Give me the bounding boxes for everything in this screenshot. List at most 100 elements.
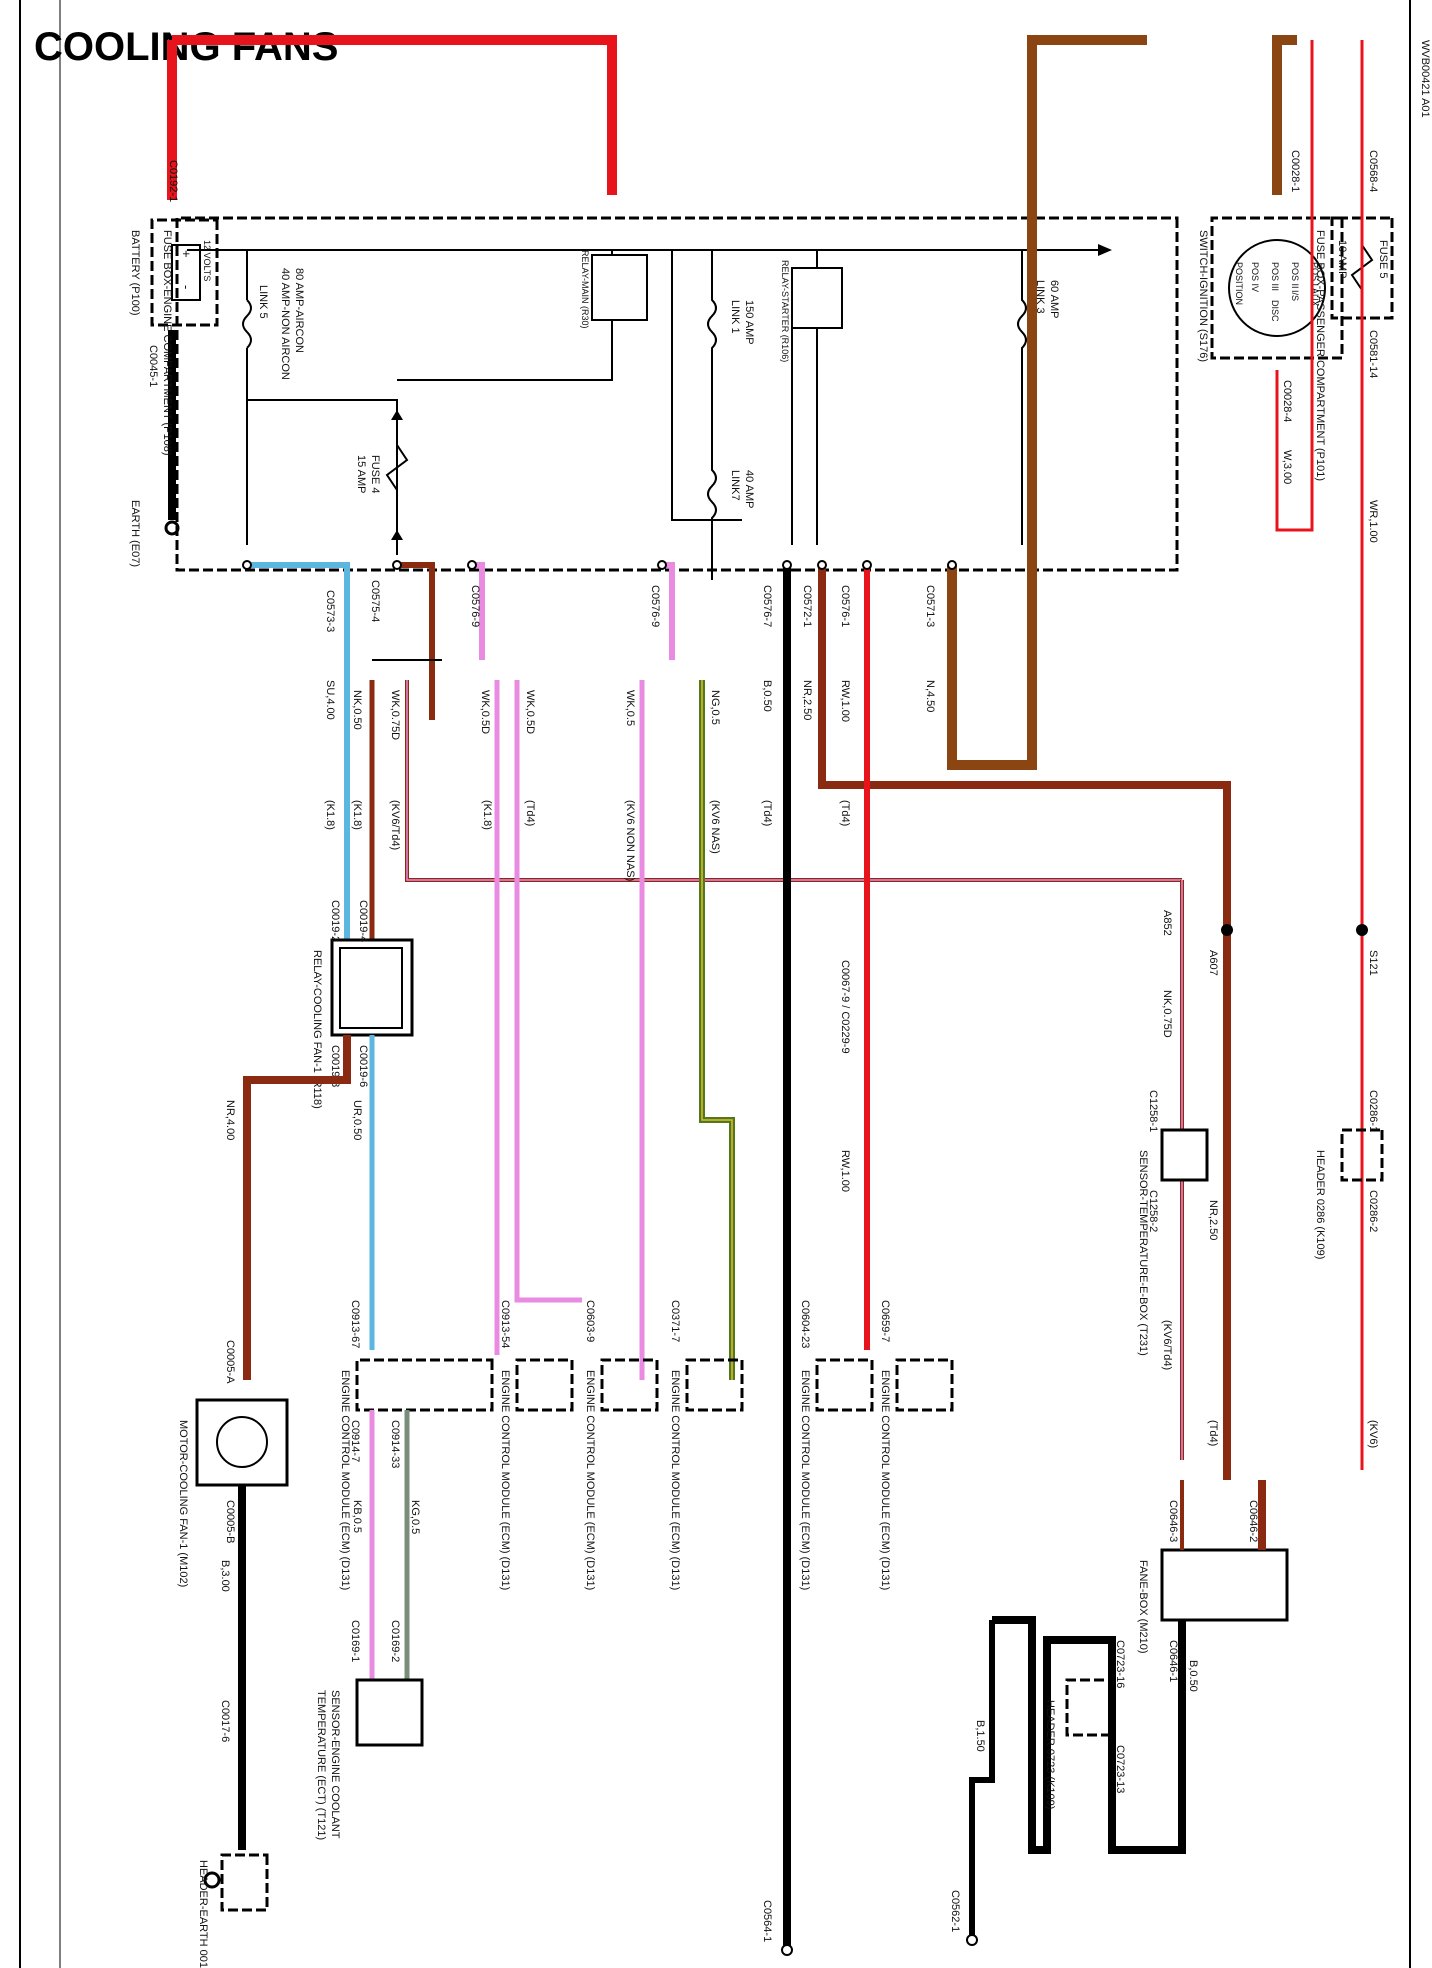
- wire-wk05-label: WK,0.5: [624, 690, 636, 726]
- feed-wire-red: [172, 35, 617, 195]
- ecm-5: [815, 1358, 874, 1412]
- wire-kg-label: KG,0.5: [409, 1500, 421, 1534]
- ecm-2: [515, 1358, 574, 1412]
- wire-wr1-label: WR,1.00: [1367, 500, 1379, 543]
- wire-b050-fanebox: [992, 1616, 1186, 1854]
- wire-rw1-label: RW,1.00: [839, 1150, 851, 1192]
- fp-conn-b: C0581-14: [1367, 330, 1379, 378]
- header-0286: [1340, 1128, 1384, 1182]
- wire-nr4-brown: [243, 1035, 351, 1380]
- wire-ng-label: NG,0.5: [709, 690, 721, 725]
- ecm-6-label: ENGINE CONTROL MODULE (ECM) (D131): [879, 1370, 891, 1590]
- switch-ignition: [1210, 216, 1344, 360]
- link5-rating-a: 40 AMP-NON AIRCON: [279, 268, 291, 380]
- wire-wk05d-b-label: WK,0.5D: [524, 690, 536, 734]
- relay-fan-conn-a: C0019-2: [329, 900, 341, 942]
- c0562-1: C0562-1: [949, 1890, 961, 1932]
- battery-conn-top: C0192-1: [167, 160, 179, 202]
- c0576-9: C0576-9: [469, 585, 481, 627]
- sensor-ebox: [1160, 1128, 1209, 1182]
- ign-pos-6: POSITION: [1234, 262, 1244, 305]
- battery-conn-bottom: C0045-1: [147, 345, 159, 387]
- fusebox-passenger-label: FUSE BOX-PASSENGER COMPARTMENT (P101): [1314, 230, 1326, 481]
- wire-nr25-label: NR,2.50: [1207, 1200, 1219, 1240]
- ecm-4: [685, 1358, 744, 1412]
- fp-conn-a: C0568-4: [1367, 150, 1379, 192]
- wire-nr250-label: NR,2.50: [801, 680, 813, 720]
- wire-nk075-label: NK,0.75D: [1161, 990, 1173, 1038]
- ecm-4-label: ENGINE CONTROL MODULE (ECM) (D131): [669, 1370, 681, 1590]
- header-earth-label: HEADER-EARTH 0017 (K108): [197, 1860, 209, 1968]
- switch-ignition-label: SWITCH-IGNITION (S176): [1197, 230, 1209, 362]
- sensor-ect-label-b: TEMPERATURE (ECT) (T121): [315, 1690, 327, 1840]
- relay-main: [591, 254, 648, 321]
- fuse5-rating: 10 AMP: [1336, 240, 1348, 279]
- relay-fan-conn-c: C0019-6: [357, 1045, 369, 1087]
- fuse5-label: FUSE 5: [1377, 240, 1389, 279]
- ign-conn-a: C0028-1: [1289, 150, 1301, 192]
- variant-kv6td4: (KV6/Td4): [389, 800, 401, 850]
- ecm-conn-e6: C0659-7: [879, 1300, 891, 1342]
- c0564-1: C0564-1: [761, 1900, 773, 1942]
- c0571-3: C0571-3: [924, 585, 936, 627]
- fuse4-label: FUSE 4: [369, 455, 381, 494]
- ecm-1: [355, 1358, 494, 1412]
- fuse4-rating: 15 AMP: [355, 455, 367, 494]
- c0575-4: C0575-4: [369, 580, 381, 622]
- relay-starter-label: RELAY-STARTER (R106): [780, 260, 790, 362]
- ecm-conn-e1: C0913-67: [349, 1300, 361, 1348]
- fan-ebox: [1160, 1548, 1289, 1622]
- motor-wire-b: B,3.00: [219, 1560, 231, 1592]
- ign-wire-label: W,3.00: [1281, 450, 1293, 484]
- splice-a852: A852: [1161, 910, 1173, 936]
- fusebox-engine: [175, 216, 1179, 572]
- fan-ebox-conn-b: C0646-3: [1167, 1500, 1179, 1542]
- fuse4-arrow-icon: [391, 410, 403, 420]
- ecm-conn-e2: C0913-54: [499, 1300, 511, 1348]
- wire-rw-label: RW,1.00: [839, 680, 851, 722]
- ecm-3-label: ENGINE CONTROL MODULE (ECM) (D131): [584, 1370, 596, 1590]
- sensor-ect-conn-a: C0169-1: [349, 1620, 361, 1662]
- wire-nk-brown: [397, 562, 435, 720]
- fuse4-icon: [385, 430, 409, 530]
- earth-icon: [203, 1871, 221, 1889]
- wire-ur-label: UR,0.50: [351, 1100, 363, 1140]
- ignition-dial-icon: [1228, 239, 1326, 337]
- link3-icon: [1017, 250, 1027, 545]
- header-0723-conn-a: C0723-16: [1114, 1640, 1126, 1688]
- bus-arrow-icon: [1098, 244, 1112, 256]
- battery-minus: -: [179, 285, 194, 289]
- c0576-7: C0576-7: [761, 585, 773, 627]
- c0576-1: C0576-1: [839, 585, 851, 627]
- ign-pos-0: POS I AUX: [1310, 262, 1320, 307]
- wire-nr4-label: NR,4.00: [224, 1100, 236, 1140]
- header-0723-conn-b: C0723-13: [1114, 1745, 1126, 1793]
- relay-fan-label: RELAY-COOLING FAN-1 (R118): [311, 950, 323, 1109]
- link1-rating: 150 AMP: [743, 300, 755, 345]
- ecm-1-label: ENGINE CONTROL MODULE (ECM) (D131): [339, 1370, 351, 1590]
- link3-rating: 60 AMP: [1048, 280, 1060, 319]
- ecm-2-label: ENGINE CONTROL MODULE (ECM) (D131): [499, 1370, 511, 1590]
- variant-td4c: (Td4): [1207, 1420, 1219, 1446]
- ign-pos-1: POS II: [1290, 262, 1300, 289]
- sensor-ebox-conn-a: C1258-1: [1147, 1090, 1159, 1132]
- variant-k18b: (K1.8): [351, 800, 363, 830]
- battery-volts: 12 VOLTS: [202, 240, 212, 281]
- wire-n450-label: N,4.50: [924, 680, 936, 712]
- relay-main-label: RELAY-MAIN (R30): [580, 250, 590, 329]
- ecm-conn-e1b: C0914-7: [349, 1420, 361, 1462]
- ign-pos-3: POS III: [1270, 262, 1280, 291]
- ecm-conn-e3: C0603-9: [584, 1300, 596, 1342]
- ign-pos-4: DISC: [1270, 300, 1280, 322]
- battery-label: BATTERY (P100): [129, 230, 141, 316]
- fusebox-engine-label: FUSE BOX-ENGINE COMPARTMENT (P108): [161, 230, 173, 456]
- wire-wk05d-a-label: WK,0.5D: [479, 690, 491, 734]
- page-title: COOLING FANS: [34, 25, 338, 69]
- variant-td4: (Td4): [524, 800, 536, 826]
- wire-b050-label: B,0.50: [761, 680, 773, 712]
- header-0723: [1065, 1678, 1114, 1737]
- c0572-1: C0572-1: [801, 585, 813, 627]
